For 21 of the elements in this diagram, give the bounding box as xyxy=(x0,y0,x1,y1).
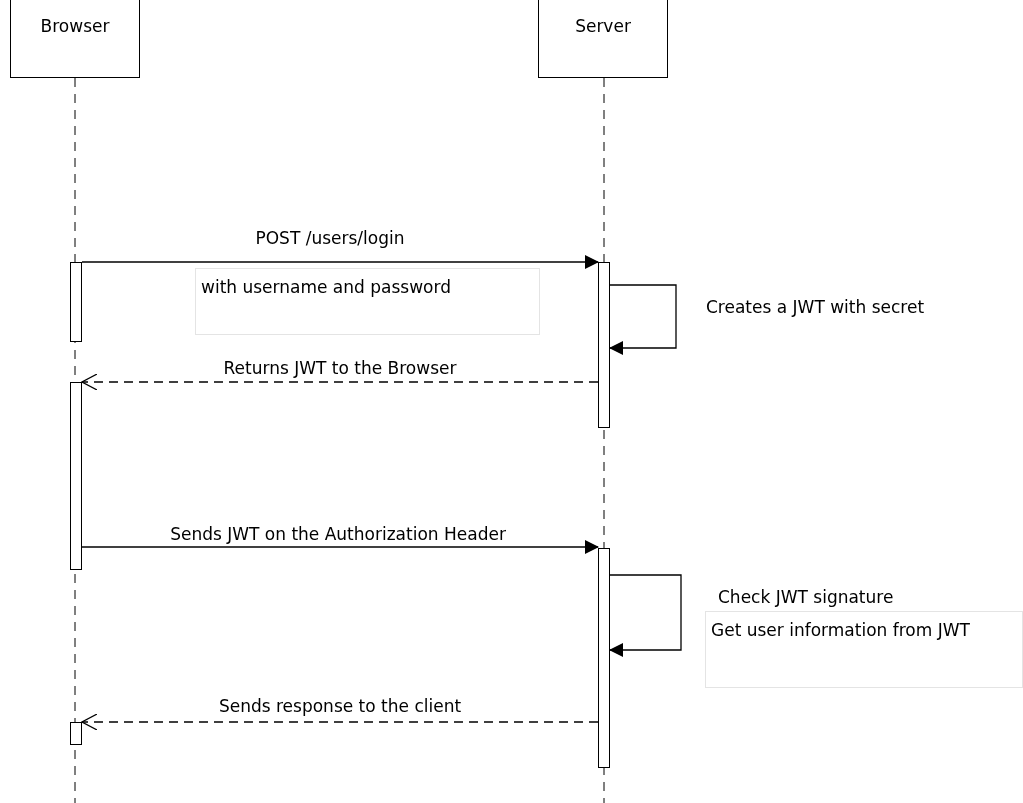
participant-box: Browser xyxy=(10,0,140,78)
note: with username and password xyxy=(195,268,540,335)
message-arrow xyxy=(81,540,599,554)
activation-bar xyxy=(598,548,610,768)
message-label: POST /users/login xyxy=(255,228,405,248)
message-label: Creates a JWT with secret xyxy=(706,297,925,317)
note: Get user information from JWT xyxy=(705,611,1023,688)
return-message-arrow xyxy=(81,713,599,731)
message-label: Returns JWT to the Browser xyxy=(223,358,457,378)
participant-box: Server xyxy=(538,0,668,78)
message-label: Sends response to the client xyxy=(218,696,462,716)
self-message-arrow xyxy=(609,284,677,355)
activation-bar xyxy=(70,382,82,570)
activation-bar xyxy=(70,262,82,342)
return-message-arrow xyxy=(81,373,599,391)
message-arrow xyxy=(81,255,599,269)
message-label: Sends JWT on the Authorization Header xyxy=(170,524,506,544)
message-label: Check JWT signature xyxy=(718,587,894,607)
self-message-arrow xyxy=(609,574,682,657)
activation-bar xyxy=(70,722,82,745)
activation-bar xyxy=(598,262,610,428)
